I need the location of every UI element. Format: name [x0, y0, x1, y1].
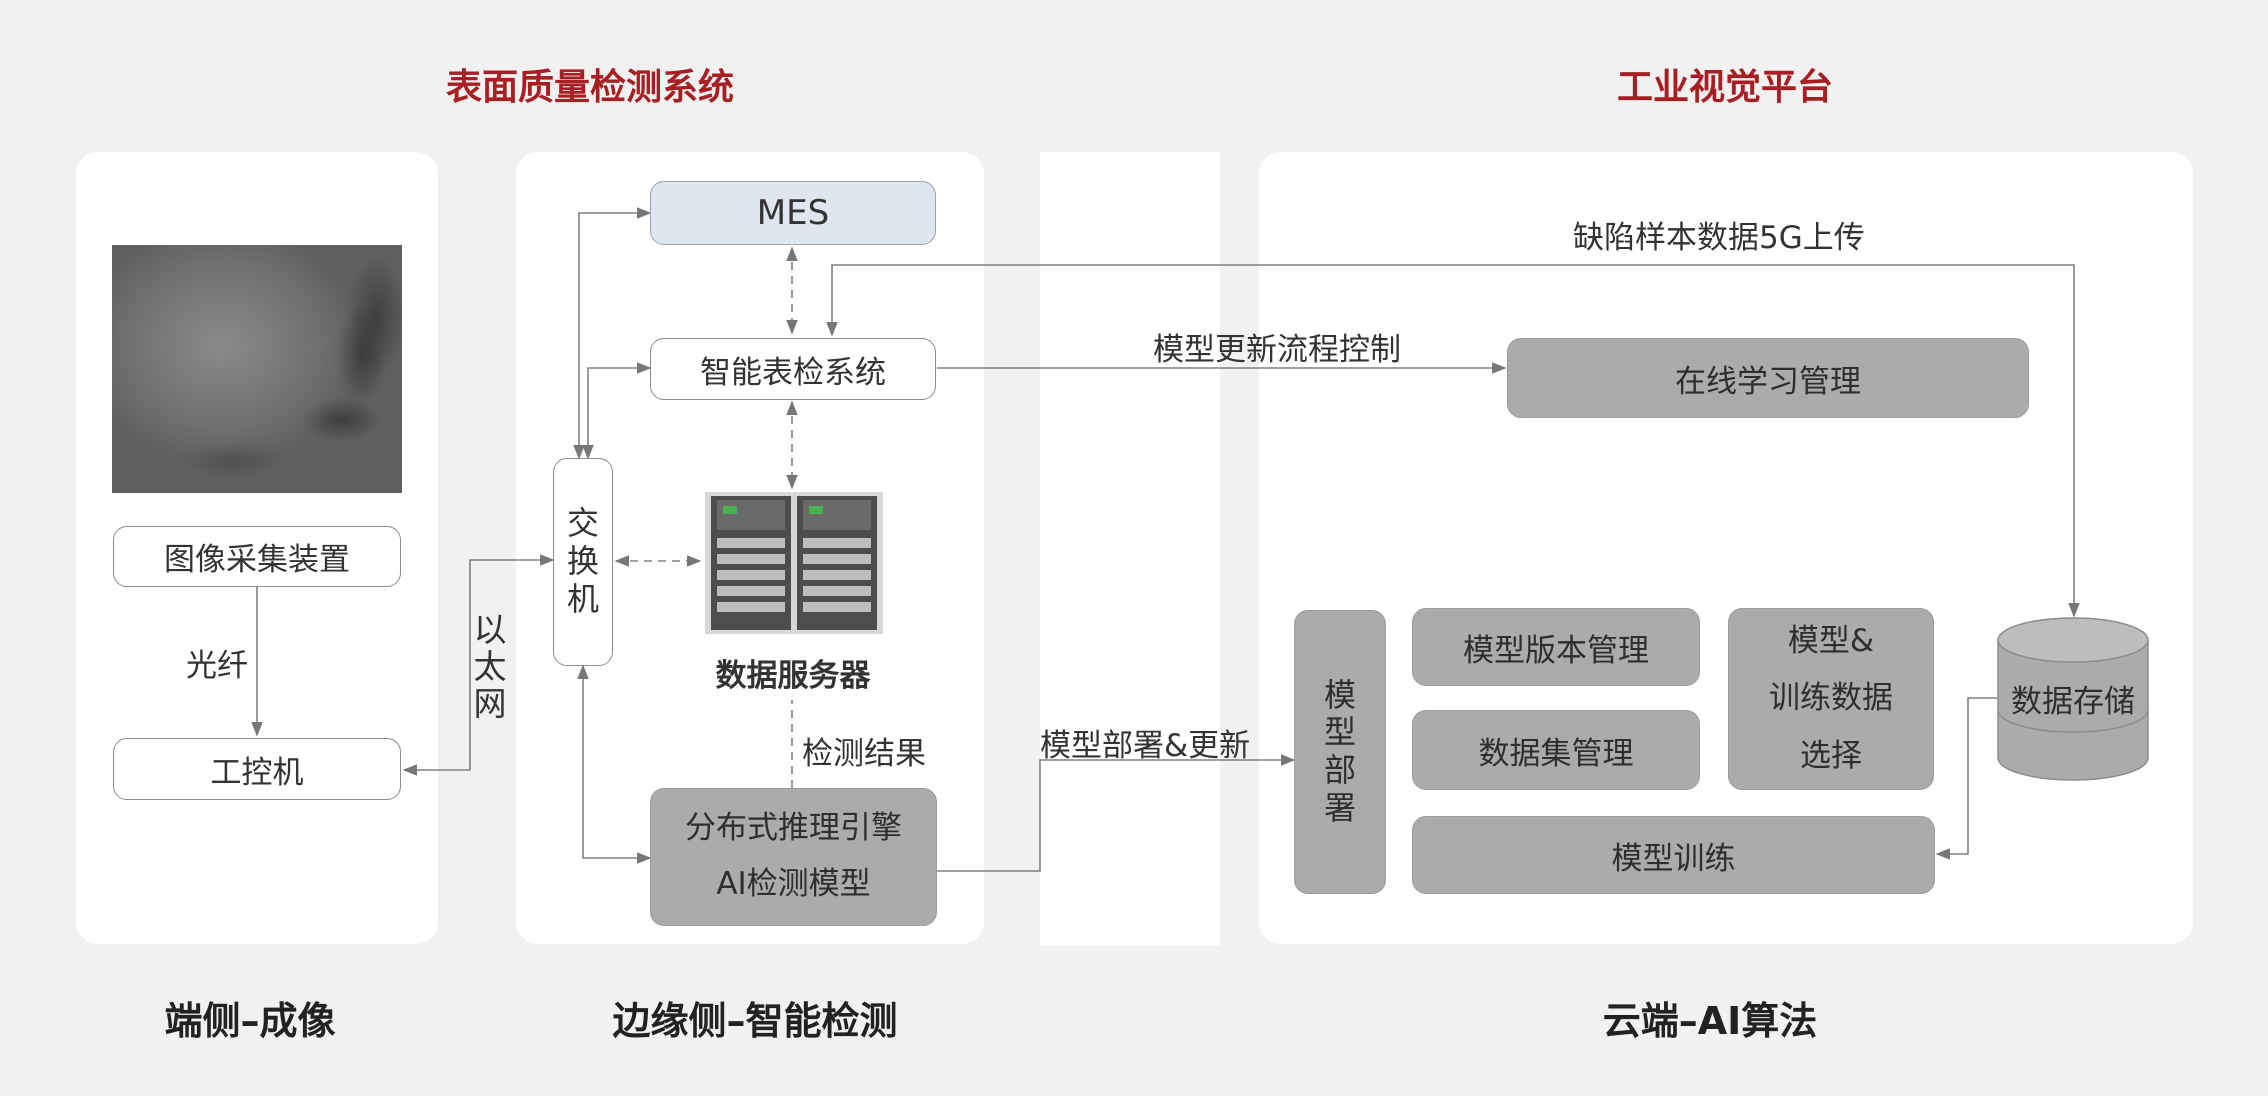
- switch-inspection-arrow: [582, 362, 652, 460]
- switch-char: 换: [566, 542, 599, 581]
- switch-engine-arrow: [577, 664, 652, 864]
- switch-mes-arrow: [573, 207, 652, 460]
- upload-5g-arrow: [826, 264, 2080, 618]
- ethernet-char: 以: [473, 610, 507, 649]
- dataset-mgmt-box: 数据集管理: [1412, 710, 1700, 790]
- model-update-control-label: 模型更新流程控制: [1153, 332, 1401, 368]
- inference-engine-box: 分布式推理引擎 AI检测模型: [650, 788, 937, 926]
- ethernet-arrow: [402, 554, 555, 776]
- model-data-select-box: 模型& 训练数据 选择: [1728, 608, 1934, 790]
- fiber-label: 光纤: [186, 648, 248, 684]
- deploy-update-label: 模型部署&更新: [1040, 728, 1251, 764]
- server-unit-left: [711, 496, 791, 630]
- deploy-char: 型: [1323, 713, 1356, 752]
- server-unit-right: [797, 496, 877, 630]
- engine-line: 分布式推理引擎: [685, 810, 902, 847]
- mes-box: MES: [650, 181, 936, 245]
- version-mgmt-box: 模型版本管理: [1412, 608, 1700, 686]
- switch-char: 交: [566, 504, 599, 543]
- upload-5g-label: 缺陷样本数据5G上传: [1573, 220, 1865, 256]
- deploy-char: 署: [1323, 788, 1356, 827]
- surface-system-heading: 表面质量检测系统: [445, 67, 734, 108]
- data-server-icon: [705, 492, 883, 634]
- ipc-box: 工控机: [113, 738, 401, 800]
- ethernet-label: 以 太 网: [470, 610, 510, 723]
- ethernet-char: 网: [473, 683, 507, 723]
- storage-training-arrow: [1935, 697, 1998, 860]
- switch-char: 机: [566, 579, 599, 618]
- vision-platform-heading: 工业视觉平台: [1616, 67, 1833, 108]
- cloud-side-footer: 云端–AI算法: [1602, 999, 1818, 1043]
- data-server-label: 数据服务器: [715, 658, 871, 694]
- image-capture-box: 图像采集装置: [113, 526, 401, 587]
- select-line: 选择: [1800, 737, 1862, 774]
- data-storage-label: 数据存储: [2011, 684, 2135, 720]
- detection-result-label: 检测结果: [802, 736, 926, 772]
- model-deploy-box: 模 型 部 署: [1294, 610, 1386, 894]
- engine-line: AI检测模型: [716, 866, 871, 902]
- online-learning-box: 在线学习管理: [1507, 338, 2029, 418]
- edge-side-footer: 边缘侧–智能检测: [612, 999, 898, 1043]
- end-side-footer: 端侧–成像: [164, 999, 336, 1043]
- data-storage-icon: [1997, 617, 2149, 781]
- deploy-char: 部: [1323, 751, 1356, 789]
- deploy-char: 模: [1323, 675, 1356, 714]
- select-line: 训练数据: [1769, 680, 1893, 717]
- inspection-system-box: 智能表检系统: [650, 338, 936, 400]
- select-line: 模型&: [1787, 622, 1875, 659]
- surface-defect-image: [112, 245, 402, 493]
- switch-box: 交 换 机: [553, 458, 613, 666]
- model-training-box: 模型训练: [1412, 816, 1935, 894]
- ethernet-char: 太: [473, 646, 507, 686]
- deploy-update-arrow: [937, 754, 1296, 872]
